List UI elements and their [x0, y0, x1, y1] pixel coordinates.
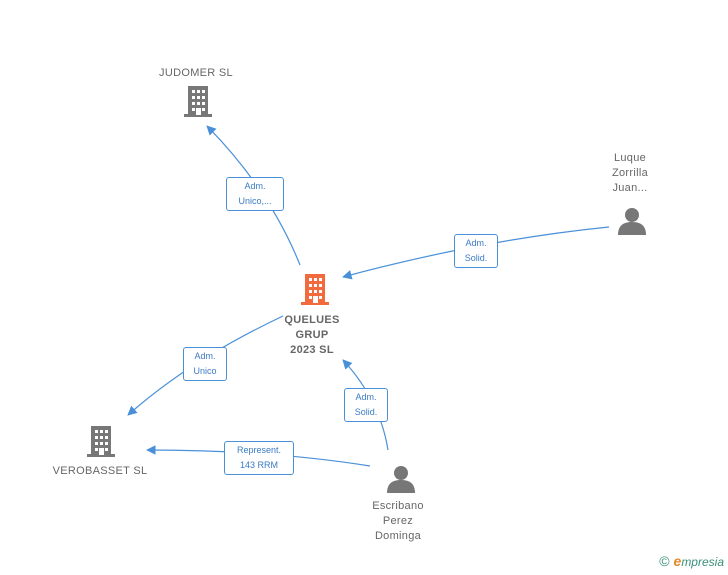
luque-name-line1: Luque [613, 152, 647, 164]
edge-label-line1: Represent. [236, 445, 282, 455]
edge-label-line2: 143 RRM [239, 460, 278, 470]
quelues-name-line1: QUELUES [284, 314, 340, 326]
edge-label-line1: Adm. [194, 351, 216, 361]
verobasset-name: VEROBASSET SL [52, 465, 148, 477]
quelues-label[interactable]: QUELUES GRUP 2023 SL [262, 313, 362, 358]
edge-label-adm-unico-judomer[interactable]: Adm. Unico,... [226, 177, 284, 211]
escribano-label[interactable]: Escribano Perez Dominga [358, 499, 438, 544]
quelues-name-line2: GRUP [295, 329, 329, 341]
edge-label-line1: Adm. [355, 392, 377, 402]
luque-name-line3: Juan... [612, 182, 648, 194]
edge-label-line1: Adm. [244, 181, 266, 191]
escribano-name-line2: Perez [382, 515, 414, 527]
verobasset-label[interactable]: VEROBASSET SL [40, 464, 160, 479]
judomer-name: JUDOMER SL [159, 67, 233, 79]
escribano-name-line3: Dominga [374, 530, 422, 542]
judomer-building-icon[interactable] [184, 86, 212, 117]
brand-name: mpresia [681, 555, 724, 569]
quelues-building-icon[interactable] [301, 274, 329, 305]
edge-label-adm-solid-luque[interactable]: Adm. Solid. [454, 234, 498, 268]
escribano-name-line1: Escribano [372, 500, 424, 512]
edge-label-line2: Solid. [354, 407, 378, 417]
brand-initial: e [673, 553, 682, 569]
edge-label-line2: Solid. [464, 253, 488, 263]
edge-label-line2: Unico,... [238, 196, 272, 206]
edge-label-adm-unico-verobasset[interactable]: Adm. Unico [183, 347, 227, 381]
edge-label-line2: Unico [193, 366, 217, 376]
escribano-person-icon[interactable] [387, 466, 415, 493]
empresia-brand[interactable]: ©empresia [659, 553, 724, 569]
luque-name-line2: Zorrilla [611, 167, 648, 179]
luque-person-icon[interactable] [618, 208, 646, 235]
quelues-name-line3: 2023 SL [290, 344, 334, 356]
verobasset-building-icon[interactable] [87, 426, 115, 457]
copyright-icon: © [659, 553, 670, 569]
edge-label-adm-solid-escribano[interactable]: Adm. Solid. [344, 388, 388, 422]
edge-label-represent[interactable]: Represent. 143 RRM [224, 441, 294, 475]
luque-label[interactable]: Luque Zorrilla Juan... [590, 151, 670, 196]
edge-label-line1: Adm. [465, 238, 487, 248]
judomer-label[interactable]: JUDOMER SL [136, 66, 256, 81]
